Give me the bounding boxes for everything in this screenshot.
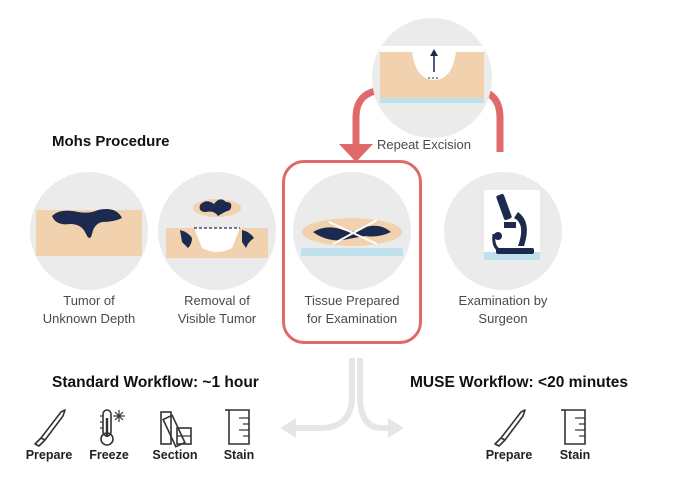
microscope-icon: [484, 190, 540, 260]
microtome-section-icon: [160, 411, 192, 448]
standard-tool-prepare: Prepare: [14, 406, 84, 462]
standard-workflow-title: Standard Workflow: ~1 hour: [52, 374, 259, 391]
tumor-shape: [52, 209, 122, 238]
repeat-excision-circle: [372, 18, 492, 138]
workflow-split-arrows: [280, 358, 404, 438]
stage-circle-tissue-prepared: [293, 172, 411, 290]
standard-tool-freeze: Freeze: [74, 406, 144, 462]
stage-circle-tumor: [30, 172, 148, 290]
repeat-excision-label: Repeat Excision: [377, 137, 471, 152]
repeat-arrow-head: [339, 144, 373, 162]
stage-circle-removal: [158, 172, 276, 290]
standard-tool-stain: Stain: [204, 406, 274, 462]
muse-tool-stain: Stain: [540, 406, 610, 462]
thermometer-freeze-icon: [100, 409, 125, 446]
scalpel-icon: [34, 409, 66, 447]
scalpel-icon: [494, 409, 526, 447]
beaker-stain-icon: [561, 409, 586, 445]
muse-workflow-title: MUSE Workflow: <20 minutes: [410, 374, 629, 391]
diagram-title: Mohs Procedure: [52, 133, 170, 150]
standard-tool-section: Section: [140, 406, 210, 462]
muse-tool-prepare: Prepare: [474, 406, 544, 462]
beaker-stain-icon: [225, 409, 250, 445]
stage-highlight-box: [282, 160, 422, 344]
stage-circle-examination: [444, 172, 562, 290]
